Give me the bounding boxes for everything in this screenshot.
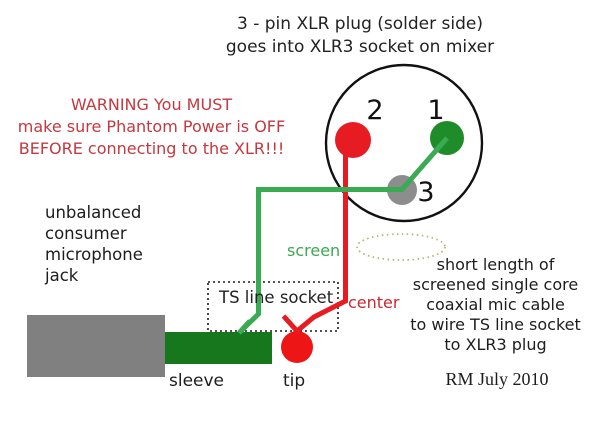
coax-cable-ellipse: [356, 233, 446, 261]
mic-jack-note-line-1: unbalanced: [45, 203, 142, 222]
warning-line-3: BEFORE connecting to the XLR!!!: [18, 139, 285, 158]
screen-wire: [237, 136, 449, 335]
screen-wire-label: screen: [287, 241, 341, 260]
cable-note-line-4: to wire TS line socket: [410, 315, 581, 334]
cable-note: short length of screened single core coa…: [400, 255, 591, 355]
diagram-title: 3 - pin XLR plug (solder side) goes into…: [190, 13, 530, 59]
sleeve-label: sleeve: [169, 371, 225, 391]
warning-line-2: make sure Phantom Power is OFF: [17, 117, 286, 136]
jack-body: [27, 315, 165, 377]
cable-note-line-2: screened single core: [412, 275, 579, 294]
ts-socket-dotted-box: [207, 281, 339, 332]
cable-note-line-5: to XLR3 plug: [444, 335, 547, 354]
tip-label: tip: [283, 371, 306, 391]
mic-jack-note-line-4: jack: [45, 266, 79, 285]
xlr-pin2-contact: [335, 122, 371, 158]
title-line-1: 3 - pin XLR plug (solder side): [237, 14, 483, 34]
pin1-number: 1: [427, 95, 445, 126]
pin3-number: 3: [417, 177, 435, 208]
cable-note-line-3: coaxial mic cable: [426, 295, 565, 314]
tip-contact: [281, 331, 313, 363]
mic-jack-note-line-3: microphone: [45, 245, 143, 264]
title-line-2: goes into XLR3 socket on mixer: [225, 37, 495, 57]
pin2-number: 2: [366, 95, 384, 126]
author-signature: RM July 2010: [445, 369, 549, 389]
center-wire-label: center: [348, 293, 400, 312]
xlr-plug-outline: [324, 63, 484, 223]
warning-line-1: WARNING You MUST: [70, 95, 233, 114]
phantom-power-warning: WARNING You MUST make sure Phantom Power…: [0, 94, 303, 160]
ts-socket-label: TS line socket: [219, 288, 334, 307]
mic-jack-note-line-2: consumer: [45, 224, 127, 243]
sleeve-bar: [165, 332, 272, 364]
cable-note-line-1: short length of: [436, 255, 555, 274]
center-wire: [281, 146, 348, 335]
mic-jack-note: unbalanced consumer microphone jack: [45, 202, 143, 286]
